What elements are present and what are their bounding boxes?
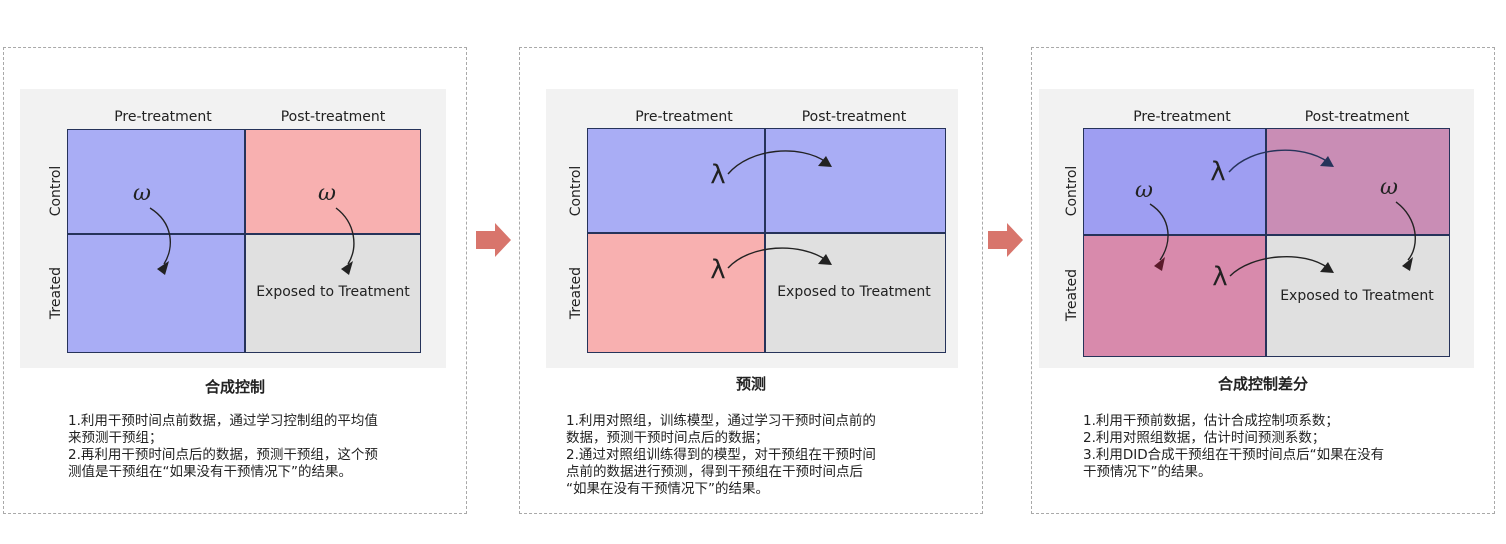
arrowhead-icon	[1320, 262, 1334, 273]
column-header-pre: Pre-treatment	[635, 109, 733, 125]
description-line: 1.利用对照组，训练模型，通过学习干预时间点前的	[566, 413, 876, 429]
description-line: 来预测干预组；	[68, 430, 163, 446]
exposed-to-treatment-label: Exposed to Treatment	[1280, 288, 1434, 304]
arrowhead-icon	[1154, 257, 1165, 271]
cell-control-pre	[1083, 128, 1266, 235]
description-line: 点前的数据进行预测，得到干预组在干预时间点后	[566, 464, 863, 480]
grid-divider-vertical	[1265, 128, 1267, 357]
description-line: 测值是干预组在“如果没有干预情况下”的结果。	[68, 464, 352, 480]
description-line: 数据，预测干预时间点后的数据；	[566, 430, 769, 446]
cell-treated-post	[245, 234, 421, 353]
column-header-post: Post-treatment	[801, 109, 907, 125]
panel-synthetic-control: Pre-treatment Post-treatment Control Tre…	[3, 47, 467, 514]
cell-control-pre	[67, 129, 245, 234]
grid-divider-vertical	[244, 129, 246, 353]
cell-control-post	[765, 128, 946, 233]
arrowhead-icon	[818, 156, 832, 167]
arrowhead-icon	[157, 261, 169, 275]
column-header-pre: Pre-treatment	[1133, 109, 1231, 125]
cell-treated-pre	[587, 233, 765, 353]
description-line: “如果在没有干预情况下”的结果。	[566, 481, 769, 497]
panel-title: 预测	[735, 375, 766, 393]
lambda-arrow-top	[1228, 149, 1329, 173]
panel-title: 合成控制	[204, 378, 265, 396]
lambda-arrow-bottom	[727, 247, 827, 269]
description-line: 2.利用对照组数据，估计时间预测系数；	[1083, 430, 1326, 446]
omega-symbol: ω	[133, 181, 151, 206]
lambda-symbol: λ	[1210, 157, 1226, 187]
column-header-pre: Pre-treatment	[114, 109, 212, 125]
omega-arrow-left	[149, 207, 171, 265]
lambda-symbol: λ	[1212, 262, 1228, 292]
cell-control-post	[1266, 128, 1450, 235]
grid-divider-horizontal	[1083, 234, 1450, 236]
cell-treated-post	[765, 233, 946, 353]
panel-title: 合成控制差分	[1217, 375, 1308, 393]
lambda-symbol: λ	[710, 255, 726, 285]
omega-symbol: ω	[318, 181, 336, 206]
omega-arrow-right	[335, 207, 355, 265]
grid-divider-vertical	[764, 128, 766, 353]
description-line: 2.通过对照组训练得到的模型，对干预组在干预时间	[566, 447, 876, 463]
column-header-post: Post-treatment	[1304, 109, 1410, 125]
description-line: 1.利用干预时间点前数据，通过学习控制组的平均值	[68, 413, 378, 429]
weight-arrows	[149, 207, 355, 275]
cell-treated-pre	[67, 234, 245, 353]
description-line: 2.再利用干预时间点后的数据，预测干预组，这个预	[68, 447, 378, 463]
cell-treated-pre	[1083, 235, 1266, 357]
time-arrows	[727, 150, 832, 269]
description-line: 干预情况下”的结果。	[1083, 464, 1212, 480]
lambda-arrow-top	[727, 150, 827, 175]
panel-synthetic-did: Pre-treatment Post-treatment Control Tre…	[1031, 47, 1495, 514]
arrowhead-icon	[818, 254, 832, 265]
description-line: 3.利用DID合成干预组在干预时间点后“如果在没有	[1083, 447, 1385, 463]
omega-symbol: ω	[1135, 178, 1153, 203]
right-arrow-icon	[988, 223, 1023, 257]
panel-description: 1.利用干预前数据，估计合成控制项系数； 2.利用对照组数据，估计时间预测系数；…	[1083, 413, 1483, 481]
exposed-to-treatment-label: Exposed to Treatment	[256, 284, 410, 300]
right-arrow-icon	[476, 223, 511, 257]
arrowhead-icon	[1320, 156, 1334, 167]
grid-divider-horizontal	[587, 232, 946, 234]
description-line: 1.利用干预前数据，估计合成控制项系数；	[1083, 413, 1339, 429]
panel-prediction: Pre-treatment Post-treatment Control Tre…	[519, 47, 983, 514]
lambda-symbol: λ	[710, 160, 726, 190]
omega-symbol: ω	[1380, 175, 1398, 200]
did-arrows	[1149, 149, 1416, 277]
lambda-arrow-bottom	[1229, 256, 1329, 277]
panel-description: 1.利用对照组，训练模型，通过学习干预时间点前的 数据，预测干预时间点后的数据；…	[566, 413, 966, 498]
column-header-post: Post-treatment	[280, 109, 386, 125]
arrowhead-icon	[341, 261, 353, 275]
grid-divider-horizontal	[67, 233, 421, 235]
arrowhead-icon	[1402, 257, 1413, 271]
panel-description: 1.利用干预时间点前数据，通过学习控制组的平均值 来预测干预组； 2.再利用干预…	[68, 413, 458, 481]
cell-control-post	[245, 129, 421, 234]
exposed-to-treatment-label: Exposed to Treatment	[777, 284, 931, 300]
cell-control-pre	[587, 128, 765, 233]
cell-treated-post	[1266, 235, 1450, 357]
omega-arrow-left	[1149, 203, 1169, 261]
omega-arrow-right	[1395, 201, 1416, 261]
